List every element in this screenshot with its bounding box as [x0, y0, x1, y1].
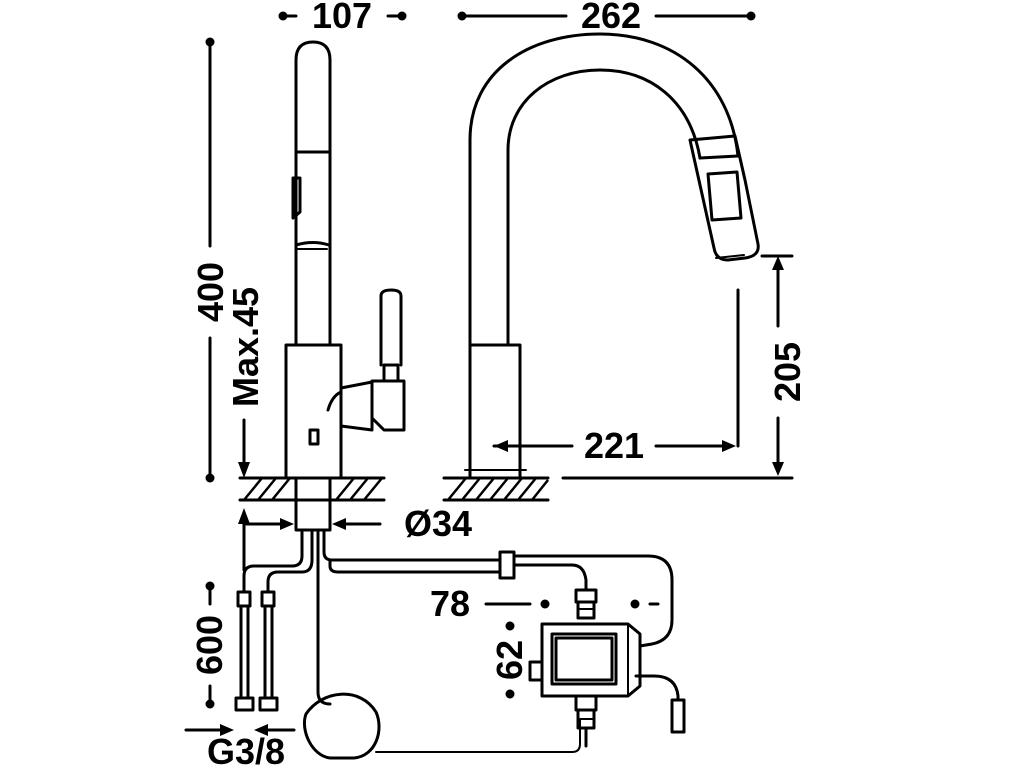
shank — [294, 476, 332, 532]
countertop-left — [238, 476, 386, 502]
dim-g38-label: G3/8 — [207, 731, 285, 768]
dim-600: 600 — [189, 581, 230, 709]
dim-600-label: 600 — [189, 615, 230, 675]
dim-107-label: 107 — [312, 0, 372, 36]
dim-262-label: 262 — [581, 0, 641, 36]
dim-205-label: 205 — [767, 342, 808, 402]
dim-g38: G3/8 — [184, 724, 296, 768]
pull-out-hose — [303, 530, 581, 760]
dim-221: 221 — [492, 288, 740, 466]
dim-max45: Max.45 — [225, 287, 266, 572]
dim-262: 262 — [457, 0, 756, 36]
dim-221-label: 221 — [584, 425, 644, 466]
dim-62: 62 — [489, 621, 530, 699]
dim-107: 107 — [278, 0, 407, 36]
faucet-side-view — [284, 40, 406, 480]
control-box — [528, 588, 642, 748]
faucet-front-view — [464, 32, 760, 480]
dim-diameter-34: Ø34 — [244, 503, 472, 544]
dim-diameter-34-label: Ø34 — [404, 503, 472, 544]
dim-62-label: 62 — [489, 640, 530, 680]
dim-78-label: 78 — [430, 583, 470, 624]
dim-205: 205 — [760, 254, 808, 476]
dim-max45-label: Max.45 — [225, 287, 266, 407]
control-cables — [322, 530, 686, 734]
dim-78: 78 — [430, 583, 660, 624]
supply-hoses — [234, 530, 314, 712]
dim-400-label: 400 — [190, 262, 231, 322]
dim-400: 400 — [190, 37, 231, 483]
countertop-right — [442, 476, 550, 502]
